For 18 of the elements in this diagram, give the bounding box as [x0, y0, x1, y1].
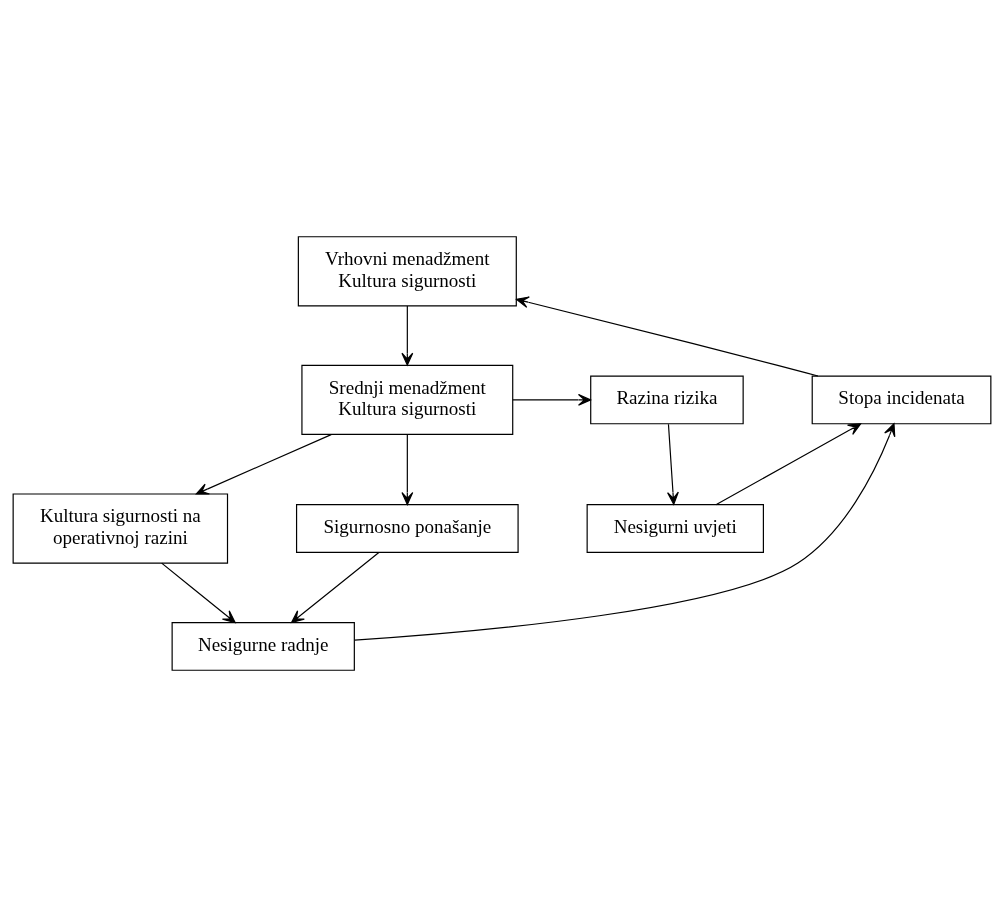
- arrow: [715, 422, 862, 505]
- node-box: Kultura sigurnosti na operativnoj razini: [12, 492, 229, 564]
- node-box: Sigurnosno ponašanje: [296, 503, 519, 553]
- node-box: Vrhovni menadžment Kultura sigurnosti: [297, 235, 517, 306]
- arrow: [354, 422, 896, 641]
- node-box: Razina rizika: [590, 375, 744, 424]
- node-box: Stopa incidenata: [811, 375, 992, 424]
- arrow: [291, 551, 380, 623]
- node-box: Srednji menadžment Kultura sigurnosti: [301, 364, 514, 435]
- arrow: [195, 433, 332, 495]
- arrow: [401, 304, 414, 366]
- arrow: [161, 562, 236, 623]
- arrow: [515, 295, 819, 377]
- arrow: [512, 393, 592, 406]
- node-box: Nesigurne radnje: [171, 621, 355, 671]
- arrow: [667, 423, 679, 505]
- arrow: [401, 433, 414, 505]
- node-box: Nesigurni uvjeti: [586, 503, 764, 553]
